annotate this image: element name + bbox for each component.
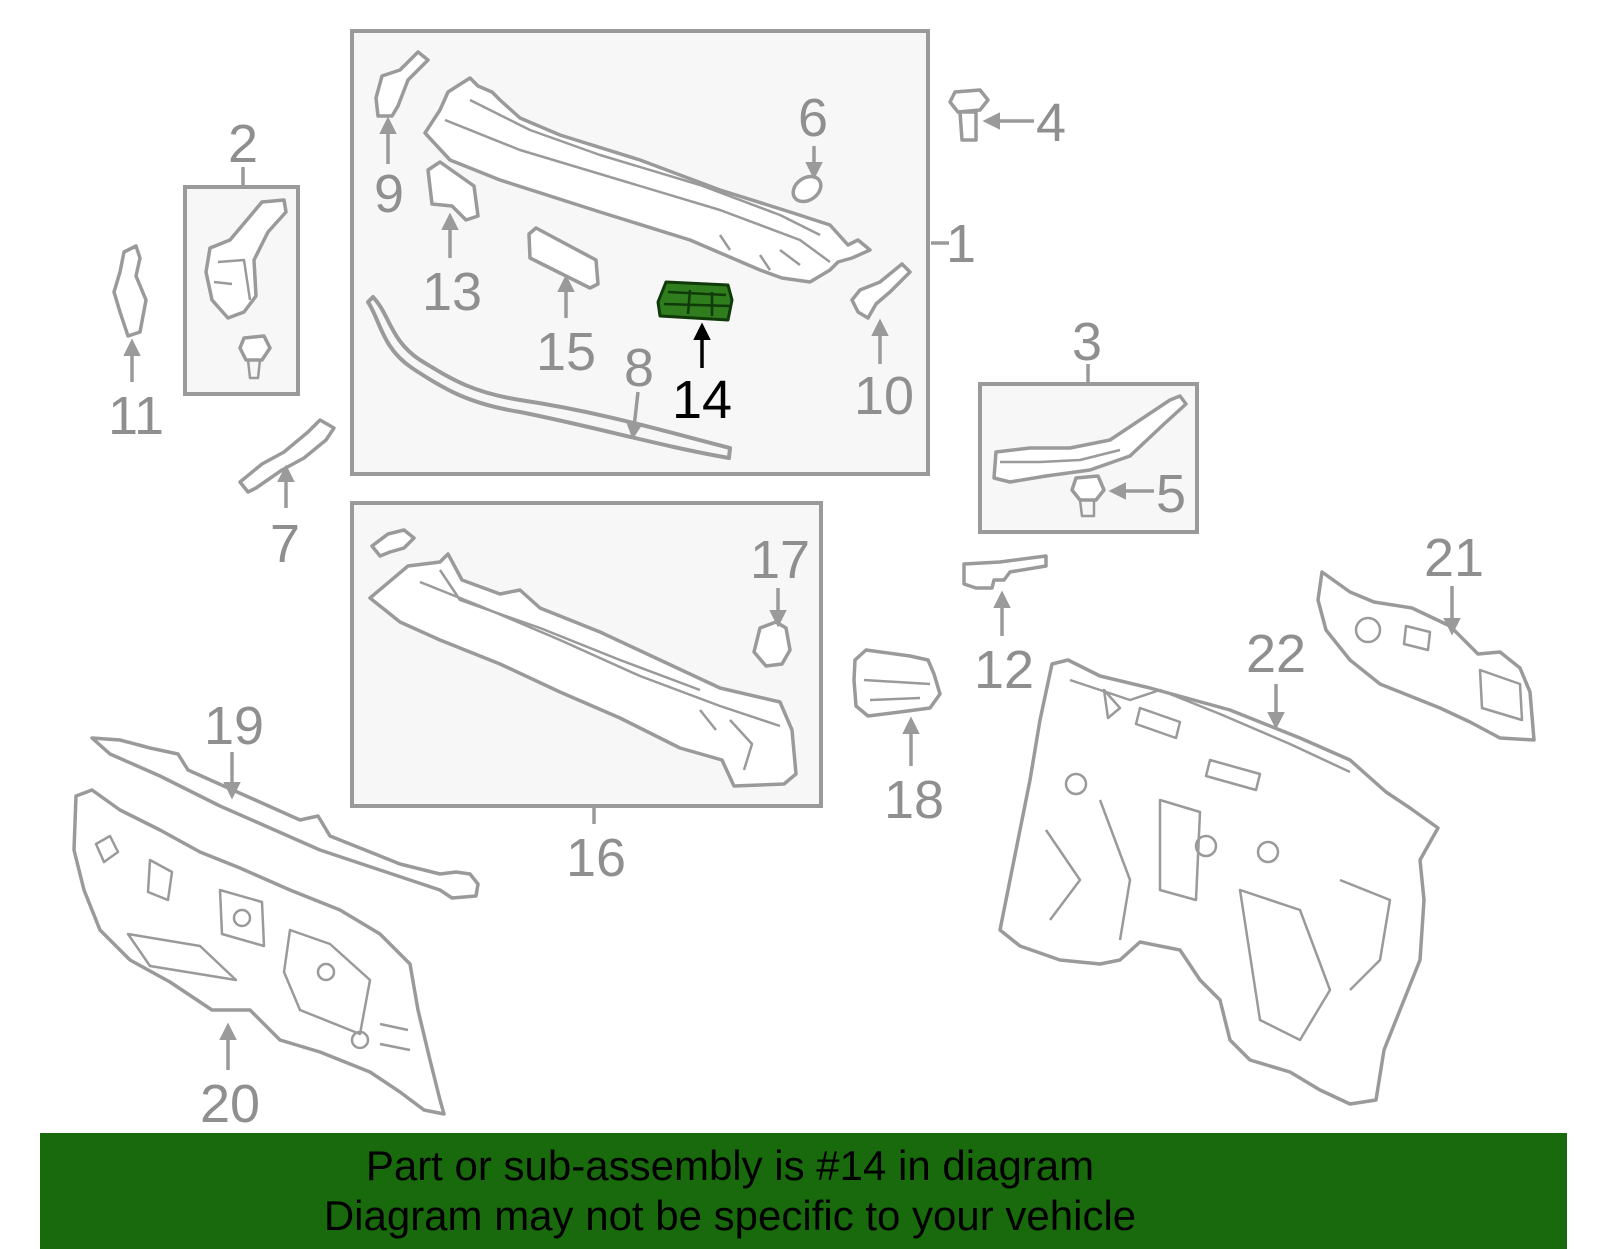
info-banner: Part or sub-assembly is #14 in diagram D… bbox=[40, 1133, 1567, 1249]
callout-17: 17 bbox=[750, 530, 810, 590]
callout-19: 19 bbox=[204, 696, 264, 756]
part-17-plug bbox=[752, 620, 792, 668]
part-1-cowl-top bbox=[423, 76, 872, 284]
part-16-cowl-panel bbox=[368, 528, 798, 788]
part-15-seal bbox=[527, 226, 600, 290]
part-6-plug bbox=[791, 174, 823, 204]
part-11-bracket bbox=[112, 244, 148, 338]
callout-5: 5 bbox=[1156, 464, 1186, 524]
part-14-highlighted bbox=[656, 280, 734, 322]
part-19-crossmember bbox=[90, 736, 480, 900]
callout-12: 12 bbox=[974, 640, 1034, 700]
callout-13: 13 bbox=[422, 262, 482, 322]
part-4-bolt bbox=[948, 88, 990, 142]
callout-21: 21 bbox=[1424, 528, 1484, 588]
part-21-insulator bbox=[1316, 570, 1536, 742]
banner-line-1: Part or sub-assembly is #14 in diagram bbox=[365, 1142, 1095, 1189]
parts-diagram: 1 2 3 4 5 6 7 8 9 10 11 12 13 14 15 16 1… bbox=[72, 29, 1536, 1133]
callout-9: 9 bbox=[374, 164, 404, 224]
callout-16: 16 bbox=[566, 828, 626, 888]
part-8-weatherstrip bbox=[366, 295, 732, 460]
part-18-bracket bbox=[852, 648, 942, 718]
callout-7: 7 bbox=[270, 514, 300, 574]
callout-2: 2 bbox=[228, 114, 258, 174]
callout-8: 8 bbox=[624, 338, 654, 398]
callout-10: 10 bbox=[854, 366, 914, 426]
part-13-bracket bbox=[426, 160, 480, 222]
banner-line-2: Diagram may not be specific to your vehi… bbox=[323, 1192, 1137, 1239]
callout-3: 3 bbox=[1072, 312, 1102, 372]
callout-4: 4 bbox=[1036, 93, 1066, 153]
part-2-panel bbox=[204, 198, 288, 380]
part-3-panel bbox=[992, 394, 1188, 518]
callout-line-8 bbox=[625, 391, 644, 440]
callout-18: 18 bbox=[884, 770, 944, 830]
part-12-bracket bbox=[962, 554, 1048, 590]
part-20-dash-panel bbox=[72, 788, 446, 1116]
callout-14: 14 bbox=[672, 370, 732, 430]
callout-22: 22 bbox=[1246, 624, 1306, 684]
callout-6: 6 bbox=[798, 88, 828, 148]
callout-1: 1 bbox=[946, 214, 976, 274]
callout-11: 11 bbox=[108, 386, 164, 446]
part-22-dash-panel bbox=[998, 658, 1440, 1106]
part-10-bracket bbox=[850, 262, 912, 320]
part-7-bracket bbox=[238, 418, 336, 494]
callout-15: 15 bbox=[536, 322, 596, 382]
callout-20: 20 bbox=[200, 1074, 260, 1133]
part-9-bracket bbox=[374, 50, 430, 118]
